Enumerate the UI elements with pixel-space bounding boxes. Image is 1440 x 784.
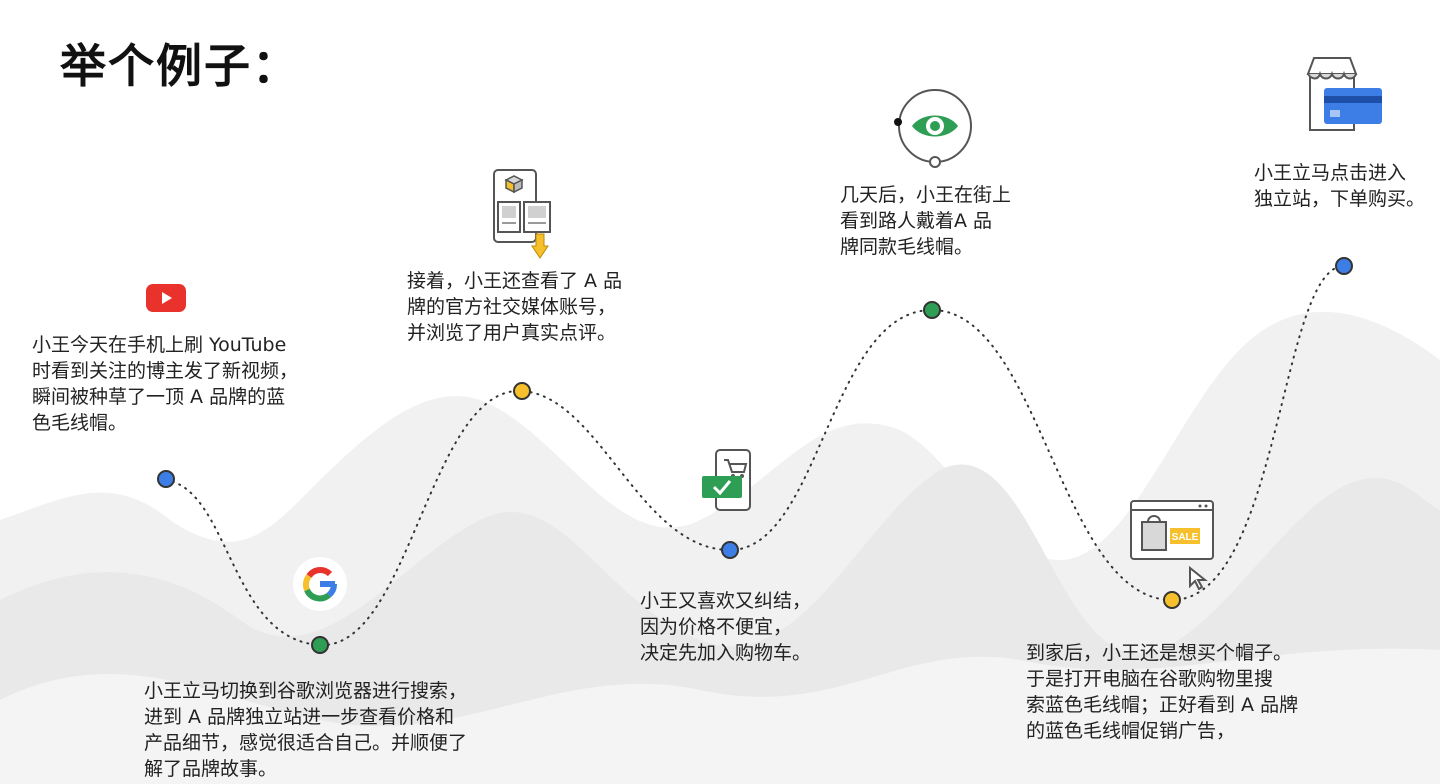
step-2-line-2: 进到 A 品牌独立站进一步查看价格和 (144, 706, 455, 728)
journey-path (165, 265, 1345, 647)
step-5-line-2: 看到路人戴着A 品 (840, 210, 993, 232)
social-media-review-icon (492, 168, 556, 264)
step-5-line-1: 几天后，小王在街上 (840, 184, 1012, 206)
step-6-line-4: 的蓝色毛线帽促销广告， (1026, 720, 1236, 742)
step-1-line-3: 瞬间被种草了一顶 A 品牌的蓝 (32, 386, 286, 408)
step-6-dot (1163, 591, 1181, 609)
page-title: 举个例子： (60, 39, 300, 93)
store-card-icon (1304, 54, 1388, 138)
step-2-line-4: 解了品牌故事。 (144, 758, 278, 780)
step-6-line-3: 索蓝色毛线帽；正好看到 A 品牌 (1026, 694, 1299, 716)
step-2-dot (311, 636, 329, 654)
step-6-text: 到家后，小王还是想买个帽子。 于是打开电脑在谷歌购物里搜 索蓝色毛线帽；正好看到… (1026, 640, 1298, 744)
step-5-text: 几天后，小王在街上 看到路人戴着A 品 牌同款毛线帽。 (840, 182, 1011, 260)
step-1-line-2: 时看到关注的博主发了新视频， (32, 360, 299, 382)
step-2-line-1: 小王立马切换到谷歌浏览器进行搜索， (144, 680, 468, 702)
step-5-line-3: 牌同款毛线帽。 (840, 236, 974, 258)
step-2-line-3: 产品细节，感觉很适合自己。并顺便了 (144, 732, 468, 754)
step-6-line-2: 于是打开电脑在谷歌购物里搜 (1026, 668, 1274, 690)
youtube-icon (146, 284, 186, 316)
step-1-dot (157, 470, 175, 488)
step-4-line-2: 因为价格不便宜， (640, 616, 793, 638)
step-4-line-3: 决定先加入购物车。 (640, 642, 812, 664)
eye-icon (890, 84, 980, 178)
step-1-line-4: 色毛线帽。 (32, 412, 128, 434)
step-4-line-1: 小王又喜欢又纠结， (640, 590, 812, 612)
step-6-line-1: 到家后，小王还是想买个帽子。 (1026, 642, 1293, 664)
step-4-text: 小王又喜欢又纠结， 因为价格不便宜， 决定先加入购物车。 (640, 588, 811, 666)
step-7-line-1: 小王立马点击进入 (1254, 162, 1407, 184)
step-3-line-1: 接着，小王还查看了 A 品 (407, 270, 623, 292)
step-5-dot (923, 301, 941, 319)
step-2-text: 小王立马切换到谷歌浏览器进行搜索， 进到 A 品牌独立站进一步查看价格和 产品细… (144, 678, 467, 782)
step-3-text: 接着，小王还查看了 A 品 牌的官方社交媒体账号， 并浏览了用户真实点评。 (407, 268, 622, 346)
browser-sale-icon: SALE (1128, 498, 1218, 594)
step-1-line-1: 小王今天在手机上刷 YouTube (32, 334, 287, 356)
step-3-line-2: 牌的官方社交媒体账号， (407, 296, 617, 318)
step-3-line-3: 并浏览了用户真实点评。 (407, 322, 617, 344)
step-7-dot (1335, 257, 1353, 275)
sale-badge: SALE (1172, 532, 1199, 543)
mobile-cart-icon (698, 448, 754, 518)
step-1-text: 小王今天在手机上刷 YouTube 时看到关注的博主发了新视频， 瞬间被种草了一… (32, 332, 298, 436)
google-icon (292, 556, 348, 616)
step-7-line-2: 独立站，下单购买。 (1254, 188, 1426, 210)
step-4-dot (721, 541, 739, 559)
step-3-dot (513, 382, 531, 400)
step-7-text: 小王立马点击进入 独立站，下单购买。 (1254, 160, 1425, 212)
mountain-fore (0, 648, 1440, 784)
